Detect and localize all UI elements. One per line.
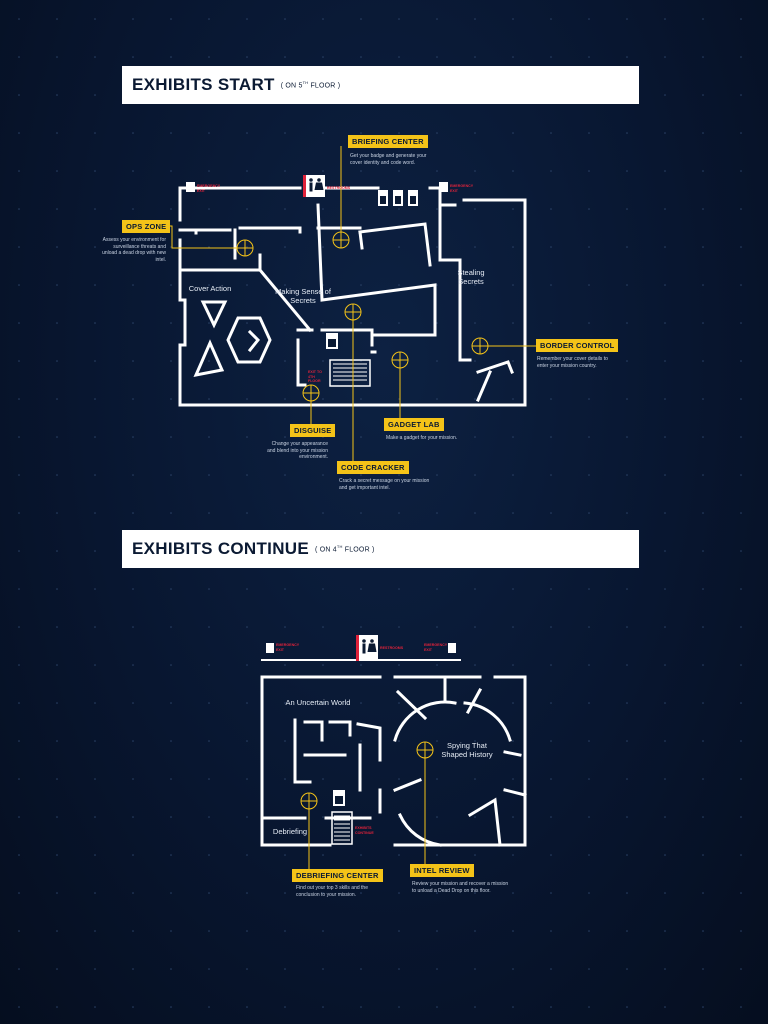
- wall: [503, 750, 522, 757]
- map-text-emergency-exit: EMERGENCY EXIT: [450, 184, 474, 193]
- code-cracker-description: Crack a secret message on your mission a…: [339, 478, 430, 491]
- room-uncertain-world: An Uncertain World: [285, 698, 351, 707]
- wall: [393, 778, 422, 792]
- stairs-icon: [329, 359, 371, 387]
- wall: [303, 720, 324, 742]
- map-text-exit-to-4th: EXIT TO 4TH FLOOR: [308, 370, 322, 383]
- map-text-emergency-exit: EMERGENCY EXIT: [424, 643, 448, 652]
- room-cover-action: Cover Action: [188, 284, 232, 293]
- room-stealing-secrets: Stealing Secrets: [457, 268, 485, 286]
- wall: [467, 797, 502, 847]
- wall: [398, 813, 442, 847]
- fifth-floor-banner: EXHIBITS START ( ON 5TH FLOOR ): [122, 66, 639, 104]
- wall: [428, 186, 457, 207]
- briefing-center-description: Get your badge and generate your cover i…: [350, 153, 427, 166]
- callout-code-cracker: CODE CRACKER: [337, 461, 409, 474]
- wall: [328, 720, 352, 737]
- fifth-floor-subtitle: ( ON 5TH FLOOR ): [280, 80, 341, 90]
- wall: [356, 722, 382, 762]
- wall: [465, 687, 483, 715]
- map-text-restrooms: RESTROOMS: [327, 186, 351, 190]
- map-text-emergency-exit: EMERGENCY EXIT: [276, 643, 300, 652]
- exhibit-wall: [247, 329, 261, 353]
- wall: [393, 675, 527, 847]
- wall: [393, 700, 457, 742]
- wall: [293, 718, 312, 784]
- wall: [358, 222, 432, 267]
- restroom-icon: [303, 175, 325, 197]
- debriefing-center-description: Find out your top 3 skills and the concl…: [296, 885, 368, 898]
- map-text-emergency-exit: EMERGENCY EXIT: [197, 184, 221, 193]
- callout-gadget-lab: GADGET LAB: [384, 418, 444, 431]
- wall: [316, 203, 437, 337]
- border-control-description: Remember your cover details to enter you…: [537, 356, 608, 369]
- exhibit-triangle: [193, 339, 225, 378]
- emergency-exit-icon: [266, 643, 456, 653]
- wall: [395, 689, 428, 721]
- callout-briefing-center: BRIEFING CENTER: [348, 135, 428, 148]
- wall: [476, 370, 492, 402]
- fourth-floor-title: EXHIBITS CONTINUE: [132, 539, 310, 558]
- wall: [503, 788, 527, 797]
- room-debriefing: Debriefing: [272, 827, 308, 836]
- map-text-restrooms: RESTROOMS: [380, 646, 404, 650]
- intel-review-description: Review your mission and recover a missio…: [412, 881, 509, 894]
- fourth-floor-banner: EXHIBITS CONTINUE ( ON 4TH FLOOR ): [122, 530, 639, 568]
- fourth-floor-subtitle: ( ON 4TH FLOOR ): [315, 544, 375, 554]
- fifth-floor-title: EXHIBITS START: [132, 75, 275, 94]
- wall: [358, 230, 364, 250]
- wall: [238, 226, 302, 234]
- stairs-icon: [331, 811, 353, 845]
- room-making-sense-of-secrets: Making Sense of Secrets: [275, 287, 331, 305]
- emergency-exit-icon: [186, 182, 448, 192]
- exhibit-hexagon: [226, 316, 272, 364]
- wall: [438, 203, 472, 362]
- wall: [296, 338, 307, 387]
- map-text-exhibits-continue: EXHIBITS CONTINUE: [355, 826, 374, 835]
- callout-border-control: BORDER CONTROL: [536, 339, 619, 352]
- wall: [463, 701, 512, 742]
- disguise-description: Change your appearance and blend into yo…: [267, 441, 328, 460]
- callout-debriefing-center: DEBRIEFING CENTER: [292, 869, 383, 882]
- wall: [260, 675, 332, 847]
- wall: [476, 360, 514, 374]
- elevator-icon: [333, 790, 345, 806]
- gadget-lab-description: Make a gadget for your mission.: [386, 435, 458, 441]
- callout-intel-review: INTEL REVIEW: [410, 864, 474, 877]
- callout-ops-zone: OPS ZONE: [122, 220, 171, 233]
- room-spying-that-shaped-history: Spying That Shaped History: [441, 741, 493, 759]
- wall: [178, 198, 527, 407]
- restroom-icon: [356, 635, 378, 661]
- wall: [178, 268, 313, 333]
- wall: [320, 328, 374, 347]
- exhibit-triangle: [200, 300, 228, 329]
- callout-disguise: DISGUISE: [290, 424, 336, 437]
- ops-zone-description: Assess your environment for surveillance…: [102, 237, 166, 263]
- elevator-icon: [326, 190, 418, 349]
